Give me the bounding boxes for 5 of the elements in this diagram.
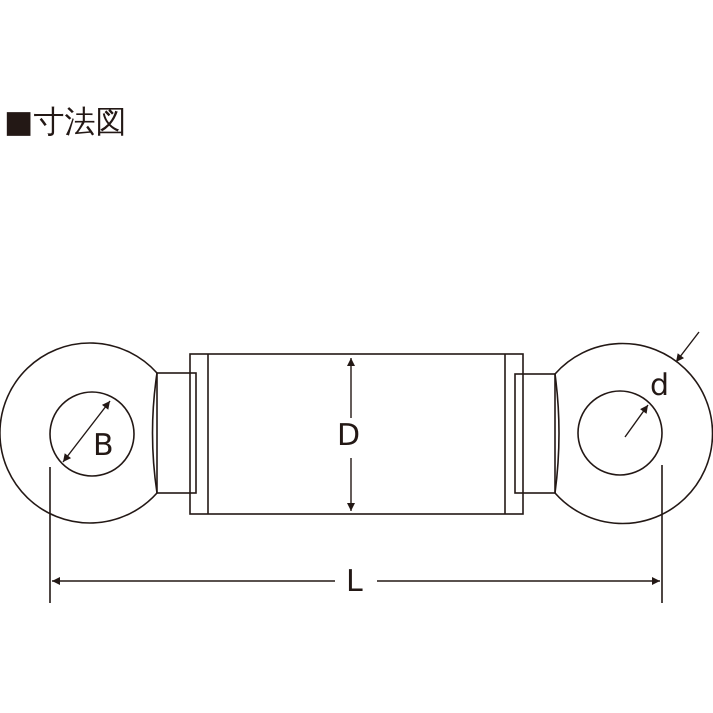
dimension-label: D <box>337 421 360 451</box>
title-heading: ■寸法図 <box>4 104 126 140</box>
dimension-label: d <box>650 371 670 401</box>
dimension-label: L <box>346 567 363 597</box>
dimension-label: B <box>93 431 114 461</box>
